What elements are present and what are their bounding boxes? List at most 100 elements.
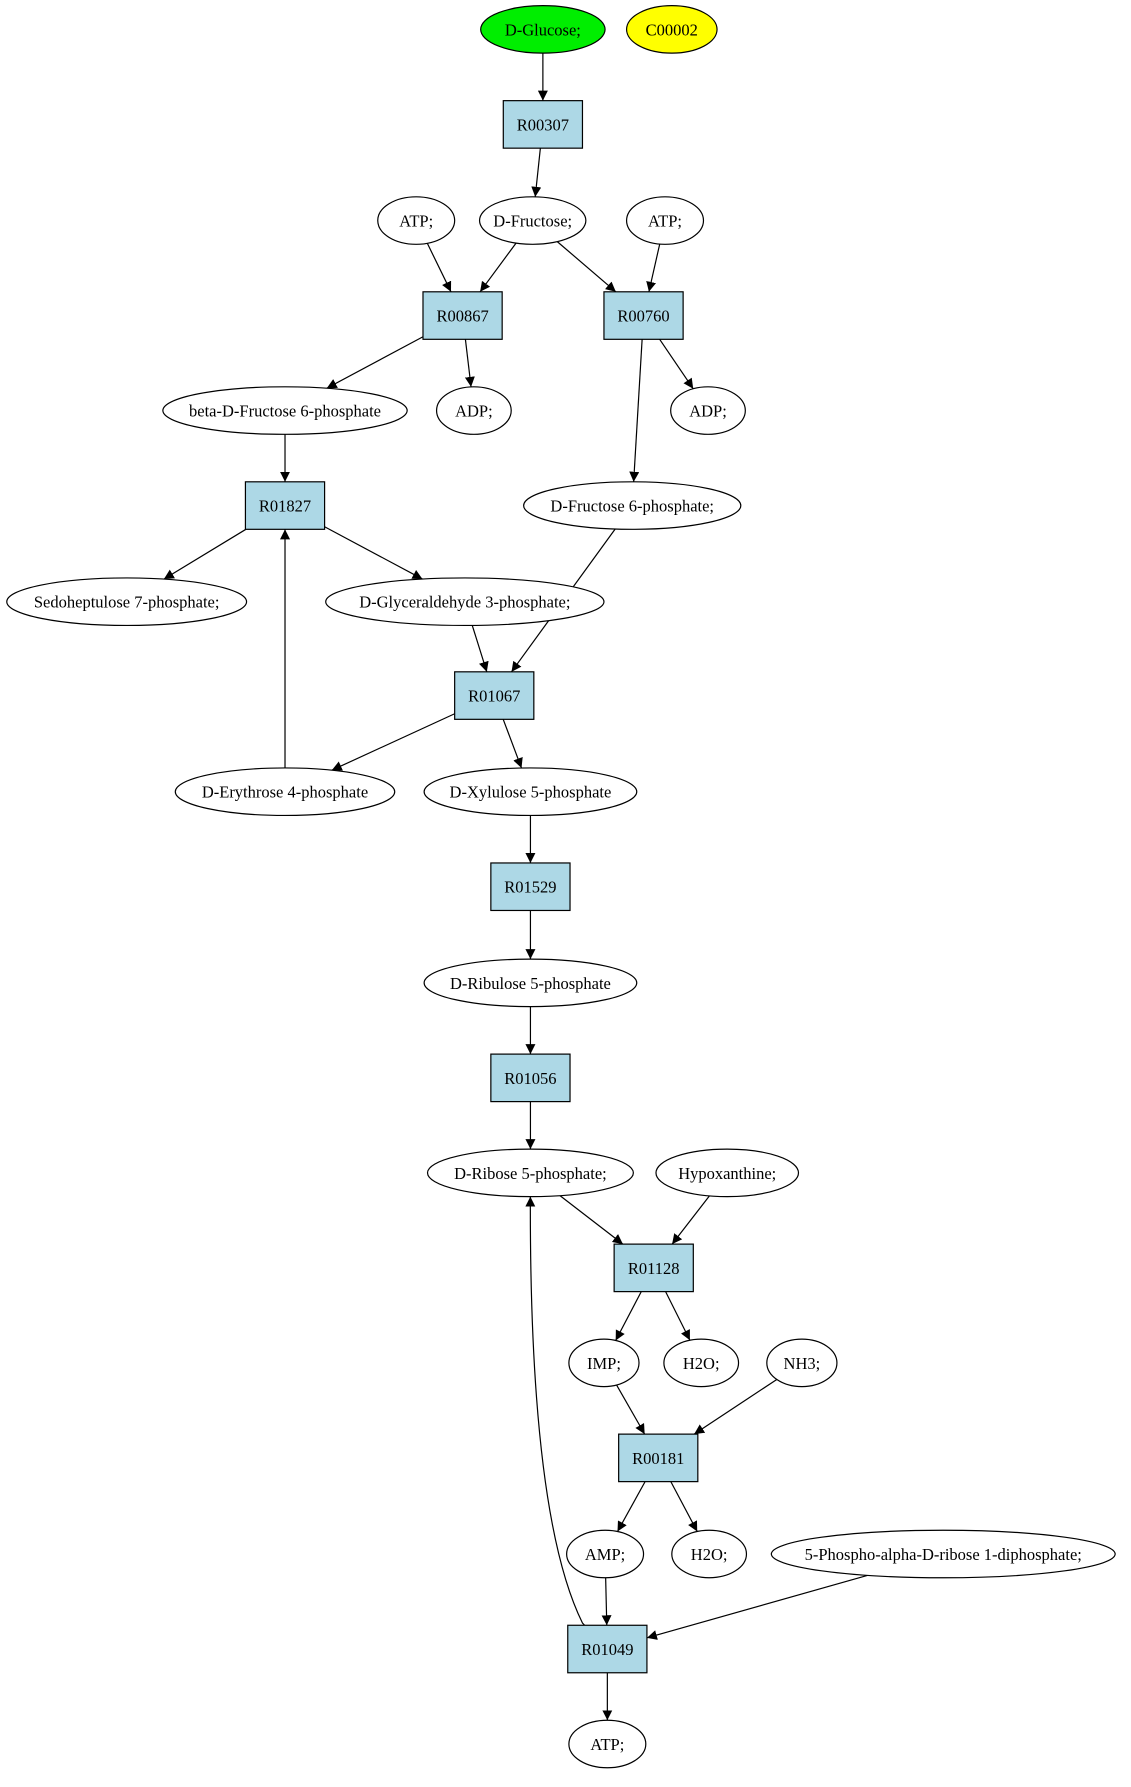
edge-atp2-to-r00760 — [646, 243, 661, 292]
compound-node-atp2: ATP; — [625, 196, 705, 245]
edge-r00181-to-amp — [616, 1481, 646, 1532]
node-label: D-Glucose; — [505, 20, 581, 39]
compound-ellipse — [568, 1719, 647, 1769]
edge-atp1-to-r00867 — [426, 243, 452, 293]
compound-ellipse — [423, 958, 638, 1008]
reaction-box — [244, 481, 326, 530]
edge-hypox-to-r01128 — [671, 1195, 710, 1245]
compound-ellipse — [523, 481, 742, 530]
compound-ellipse — [423, 767, 638, 817]
compound-node-atp1: ATP; — [377, 196, 456, 245]
compound-node-adp2: ADP; — [670, 386, 746, 435]
edge-r00760-to-adp2 — [659, 338, 694, 390]
reaction-box — [613, 1243, 694, 1293]
edge-g3p-to-r01067 — [471, 625, 489, 673]
edge-r01067-to-x5p — [502, 719, 523, 769]
compound-node-h2o2: H2O; — [671, 1529, 748, 1579]
edge-fructose-to-r00760 — [556, 241, 617, 293]
node-label: R01056 — [504, 1069, 556, 1088]
edge-amp-to-r01049 — [601, 1577, 612, 1626]
reaction-node-r00181: R00181 — [618, 1433, 699, 1483]
edge-r00867-to-adp1 — [464, 339, 475, 387]
compound-node-bf6p: beta-D-Fructose 6-phosphate — [162, 386, 408, 435]
compound-node-atp3: ATP; — [568, 1719, 647, 1769]
node-label: Sedoheptulose 7-phosphate; — [34, 593, 220, 612]
reaction-node-r01049: R01049 — [567, 1624, 648, 1674]
compound-ellipse — [435, 386, 512, 435]
edge-r00760-to-f6p — [629, 339, 643, 482]
node-label: H2O; — [691, 1545, 728, 1564]
reaction-node-r01056: R01056 — [490, 1053, 571, 1103]
compound-node-nh3: NH3; — [766, 1338, 838, 1388]
edge-r5p-to-r01128 — [559, 1195, 624, 1245]
node-label: ADP; — [689, 402, 727, 421]
compound-ellipse — [478, 196, 587, 245]
compound-ellipse — [655, 1148, 800, 1198]
compound-node-fructose: D-Fructose; — [478, 196, 587, 245]
node-label: IMP; — [587, 1354, 621, 1373]
compound-node-adp1: ADP; — [435, 386, 512, 435]
reaction-node-r00867: R00867 — [422, 291, 503, 340]
node-label: ATP; — [590, 1735, 624, 1754]
compound-ellipse — [568, 1338, 640, 1388]
node-label: D-Xylulose 5-phosphate — [450, 783, 612, 802]
reaction-node-r01128: R01128 — [613, 1243, 694, 1293]
compound-node-s7p: Sedoheptulose 7-phosphate; — [6, 577, 248, 627]
node-label: D-Ribose 5-phosphate; — [454, 1164, 607, 1183]
node-label: beta-D-Fructose 6-phosphate — [189, 402, 381, 421]
compound-node-ru5p: D-Ribulose 5-phosphate — [423, 958, 638, 1008]
node-label: D-Glyceraldehyde 3-phosphate; — [359, 593, 570, 612]
edge-r00867-to-bf6p — [326, 336, 424, 389]
reaction-node-r01827: R01827 — [244, 481, 326, 530]
reaction-box — [618, 1433, 699, 1483]
compound-ellipse — [377, 196, 456, 245]
compound-node-amp: AMP; — [566, 1529, 645, 1579]
reaction-box — [603, 291, 684, 340]
compound-node-prpp: 5-Phospho-alpha-D-ribose 1-diphosphate; — [770, 1529, 1116, 1579]
edge-r01067-to-e4p — [331, 713, 455, 771]
node-label: Hypoxanthine; — [678, 1164, 776, 1183]
compound-node-x5p: D-Xylulose 5-phosphate — [423, 767, 638, 817]
edge-r01827-to-s7p — [163, 528, 247, 580]
edge-prpp-to-r01049 — [646, 1574, 868, 1640]
compound-node-g3p: D-Glyceraldehyde 3-phosphate; — [325, 577, 605, 627]
reaction-node-r00307: R00307 — [502, 100, 584, 149]
node-label: H2O; — [683, 1354, 720, 1373]
reaction-node-r01529: R01529 — [490, 862, 571, 912]
compound-ellipse — [670, 386, 746, 435]
node-label: R00760 — [617, 307, 669, 326]
node-label: ATP; — [648, 212, 682, 231]
compound-ellipse — [625, 5, 718, 54]
compound-node-c00002: C00002 — [625, 5, 718, 54]
node-label: ADP; — [455, 402, 493, 421]
compound-node-hypox: Hypoxanthine; — [655, 1148, 800, 1198]
edge-r01128-to-imp — [615, 1291, 642, 1341]
reaction-box — [490, 862, 571, 912]
compound-ellipse — [480, 5, 606, 54]
compound-node-glucose: D-Glucose; — [480, 5, 606, 54]
compound-ellipse — [566, 1529, 645, 1579]
compound-node-imp: IMP; — [568, 1338, 640, 1388]
compound-ellipse — [426, 1148, 634, 1198]
node-label: 5-Phospho-alpha-D-ribose 1-diphosphate; — [805, 1545, 1082, 1564]
reaction-box — [454, 671, 535, 720]
edge-r01049-to-r5p — [525, 1196, 586, 1626]
edge-r00181-to-h2o2 — [670, 1481, 698, 1532]
node-label: D-Ribulose 5-phosphate — [450, 974, 611, 993]
compound-ellipse — [770, 1529, 1116, 1579]
node-label: R01827 — [259, 497, 311, 516]
compound-ellipse — [663, 1338, 740, 1388]
node-label: R01128 — [628, 1259, 680, 1278]
compound-ellipse — [325, 577, 605, 627]
compound-ellipse — [162, 386, 408, 435]
reaction-node-r00760: R00760 — [603, 291, 684, 340]
edge-imp-to-r00181 — [616, 1384, 646, 1435]
compound-ellipse — [174, 767, 396, 817]
node-label: R01529 — [504, 878, 556, 897]
node-label: C00002 — [646, 20, 698, 39]
edge-r00307-to-fructose — [531, 148, 542, 197]
node-label: D-Fructose 6-phosphate; — [550, 497, 714, 516]
edges-layer — [163, 53, 868, 1721]
edge-r01128-to-h2o1 — [665, 1291, 691, 1341]
